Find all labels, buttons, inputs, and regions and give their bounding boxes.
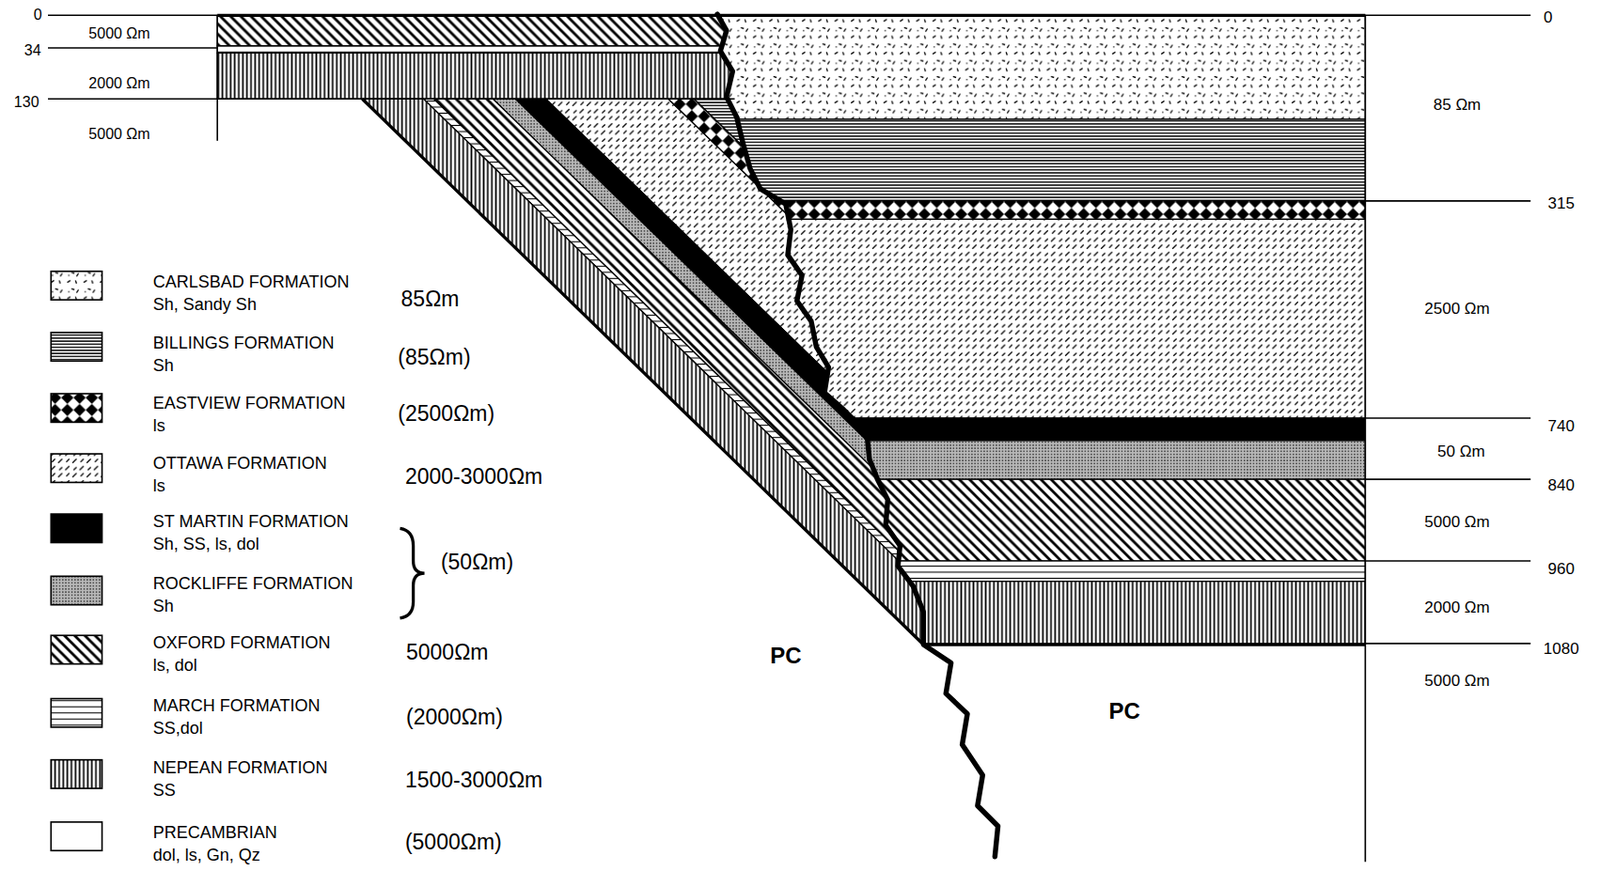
legend-swatch — [50, 332, 102, 361]
resistivity-label: 5000 Ωm — [1424, 672, 1490, 691]
march-layer — [704, 561, 1365, 582]
legend-entry: MARCH FORMATION SS,dol — [153, 694, 326, 740]
oxford-layer — [217, 15, 748, 47]
resistivity-label: 5000 Ωm — [88, 125, 150, 143]
nepean-layer — [704, 581, 1365, 644]
rock-unit-label: PC — [1109, 698, 1141, 725]
rock-unit-label: PC — [769, 643, 801, 670]
legend-resistivity: (2500Ωm) — [397, 401, 495, 426]
layer-boundary — [361, 97, 735, 100]
depth-label: 0 — [33, 6, 43, 24]
legend-swatch — [50, 271, 102, 300]
legend-swatches — [50, 271, 102, 852]
billings-layer — [704, 119, 1365, 202]
depth-tick — [47, 15, 362, 99]
depth-label: 960 — [1548, 560, 1575, 580]
resistivity-label: 5000 Ωm — [88, 25, 150, 43]
legend-brace — [400, 528, 425, 619]
legend-swatch — [50, 699, 102, 728]
legend-swatch — [50, 514, 102, 543]
eastview-layer — [704, 201, 1365, 220]
oxford-layer — [433, 98, 1054, 645]
legend-swatch — [50, 760, 102, 789]
legend-resistivity: 1500-3000Ωm — [405, 768, 543, 793]
depth-label: 840 — [1548, 476, 1575, 496]
dipping-strata — [217, 15, 1357, 645]
resistivity-label: 85 Ωm — [1433, 95, 1482, 115]
legend-entry: OXFORD FORMATION ls, dol — [153, 631, 336, 677]
resistivity-label: 2000 Ωm — [1424, 598, 1490, 618]
nepean-layer — [361, 98, 985, 645]
legend-resistivity: (5000Ωm) — [405, 830, 502, 855]
march-layer — [423, 98, 995, 645]
legend-entry: EASTVIEW FORMATION ls — [153, 392, 351, 438]
legend-swatch — [50, 393, 102, 423]
legend-entry: OTTAWA FORMATION ls — [153, 452, 333, 498]
fault-line — [717, 14, 999, 858]
legend-swatch — [50, 576, 102, 605]
st-martin-layer — [515, 98, 1108, 645]
precambrian-surface — [361, 98, 1365, 645]
resistivity-label: 2500 Ωm — [1424, 299, 1490, 319]
surface-line — [217, 14, 1365, 17]
depth-label: 0 — [1543, 8, 1553, 28]
legend-resistivity: (2000Ωm) — [406, 705, 503, 730]
legend-entry: NEPEAN FORMATION SS — [153, 756, 333, 802]
nepean-layer — [217, 52, 748, 99]
legend-entry: BILLINGS FORMATION Sh — [153, 331, 340, 377]
rockcliffe-layer — [492, 98, 1077, 645]
legend-swatch — [50, 635, 102, 664]
resistivity-label: 5000 Ωm — [1424, 513, 1490, 533]
legend-resistivity: (50Ωm) — [440, 549, 514, 575]
depth-label: 1080 — [1543, 640, 1580, 659]
legend-resistivity: (85Ωm) — [397, 345, 471, 370]
resistivity-label: 50 Ωm — [1437, 442, 1486, 462]
depth-label: 130 — [14, 94, 40, 111]
carlsbad-layer — [704, 15, 1365, 120]
legend-entry: PRECAMBRIAN dol, ls, Gn, Qz — [153, 821, 283, 867]
log-axis — [216, 15, 219, 142]
legend-entry: CARLSBAD FORMATION Sh, Sandy Sh — [153, 270, 355, 316]
legend-swatch — [50, 822, 102, 851]
depth-label: 315 — [1548, 194, 1575, 214]
legend-swatch — [50, 454, 102, 483]
legend-resistivity: 2000-3000Ωm — [405, 464, 543, 489]
resistivity-label: 2000 Ωm — [88, 75, 150, 93]
legend-resistivity: 5000Ωm — [406, 640, 489, 665]
frame-lines — [47, 15, 1531, 863]
depth-tick — [1364, 15, 1531, 644]
legend-entry: ST MARTIN FORMATION Sh, SS, ls, dol — [153, 510, 355, 556]
depth-label: 740 — [1548, 417, 1575, 437]
log-axis — [1364, 15, 1367, 863]
depth-label: 34 — [24, 42, 42, 60]
legend-resistivity: 85Ωm — [401, 286, 460, 312]
legend-entry: ROCKLIFFE FORMATION Sh — [153, 572, 359, 618]
march-layer — [217, 46, 748, 54]
